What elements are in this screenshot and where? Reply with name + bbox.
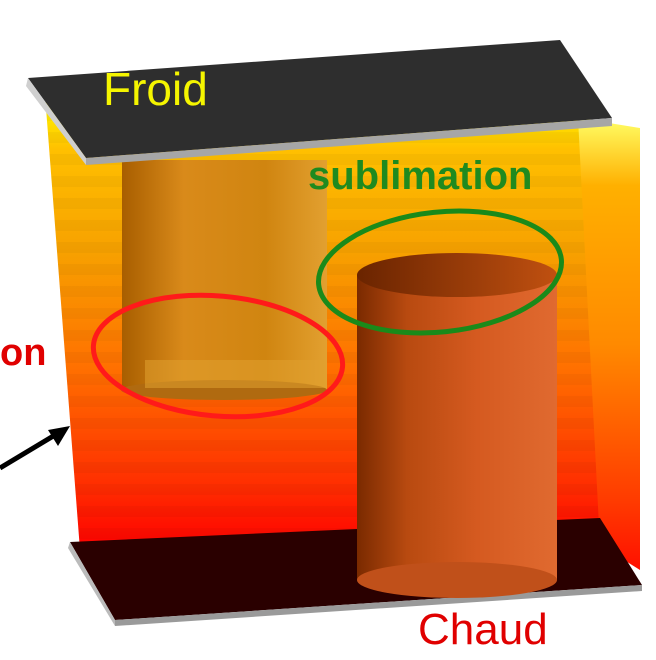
cold-plate [28,40,612,158]
left-cylinder [121,160,327,400]
cold-plate-edge-left [26,78,86,165]
condensation-label-partial: on [0,332,47,374]
right-cylinder [357,253,557,598]
hot-plate-edge-front [115,585,642,626]
arrow-icon [0,426,70,471]
cold-plate-edge-front [86,118,612,165]
sublimation-label: sublimation [308,154,533,198]
condensation-ellipse [90,292,346,420]
hot-plate-edge [68,542,115,626]
hot-plate-label: Chaud [418,605,548,654]
sublimation-ellipse [316,208,564,336]
cold-plate-label: Froid [103,63,208,115]
right-side-wall [578,118,640,570]
